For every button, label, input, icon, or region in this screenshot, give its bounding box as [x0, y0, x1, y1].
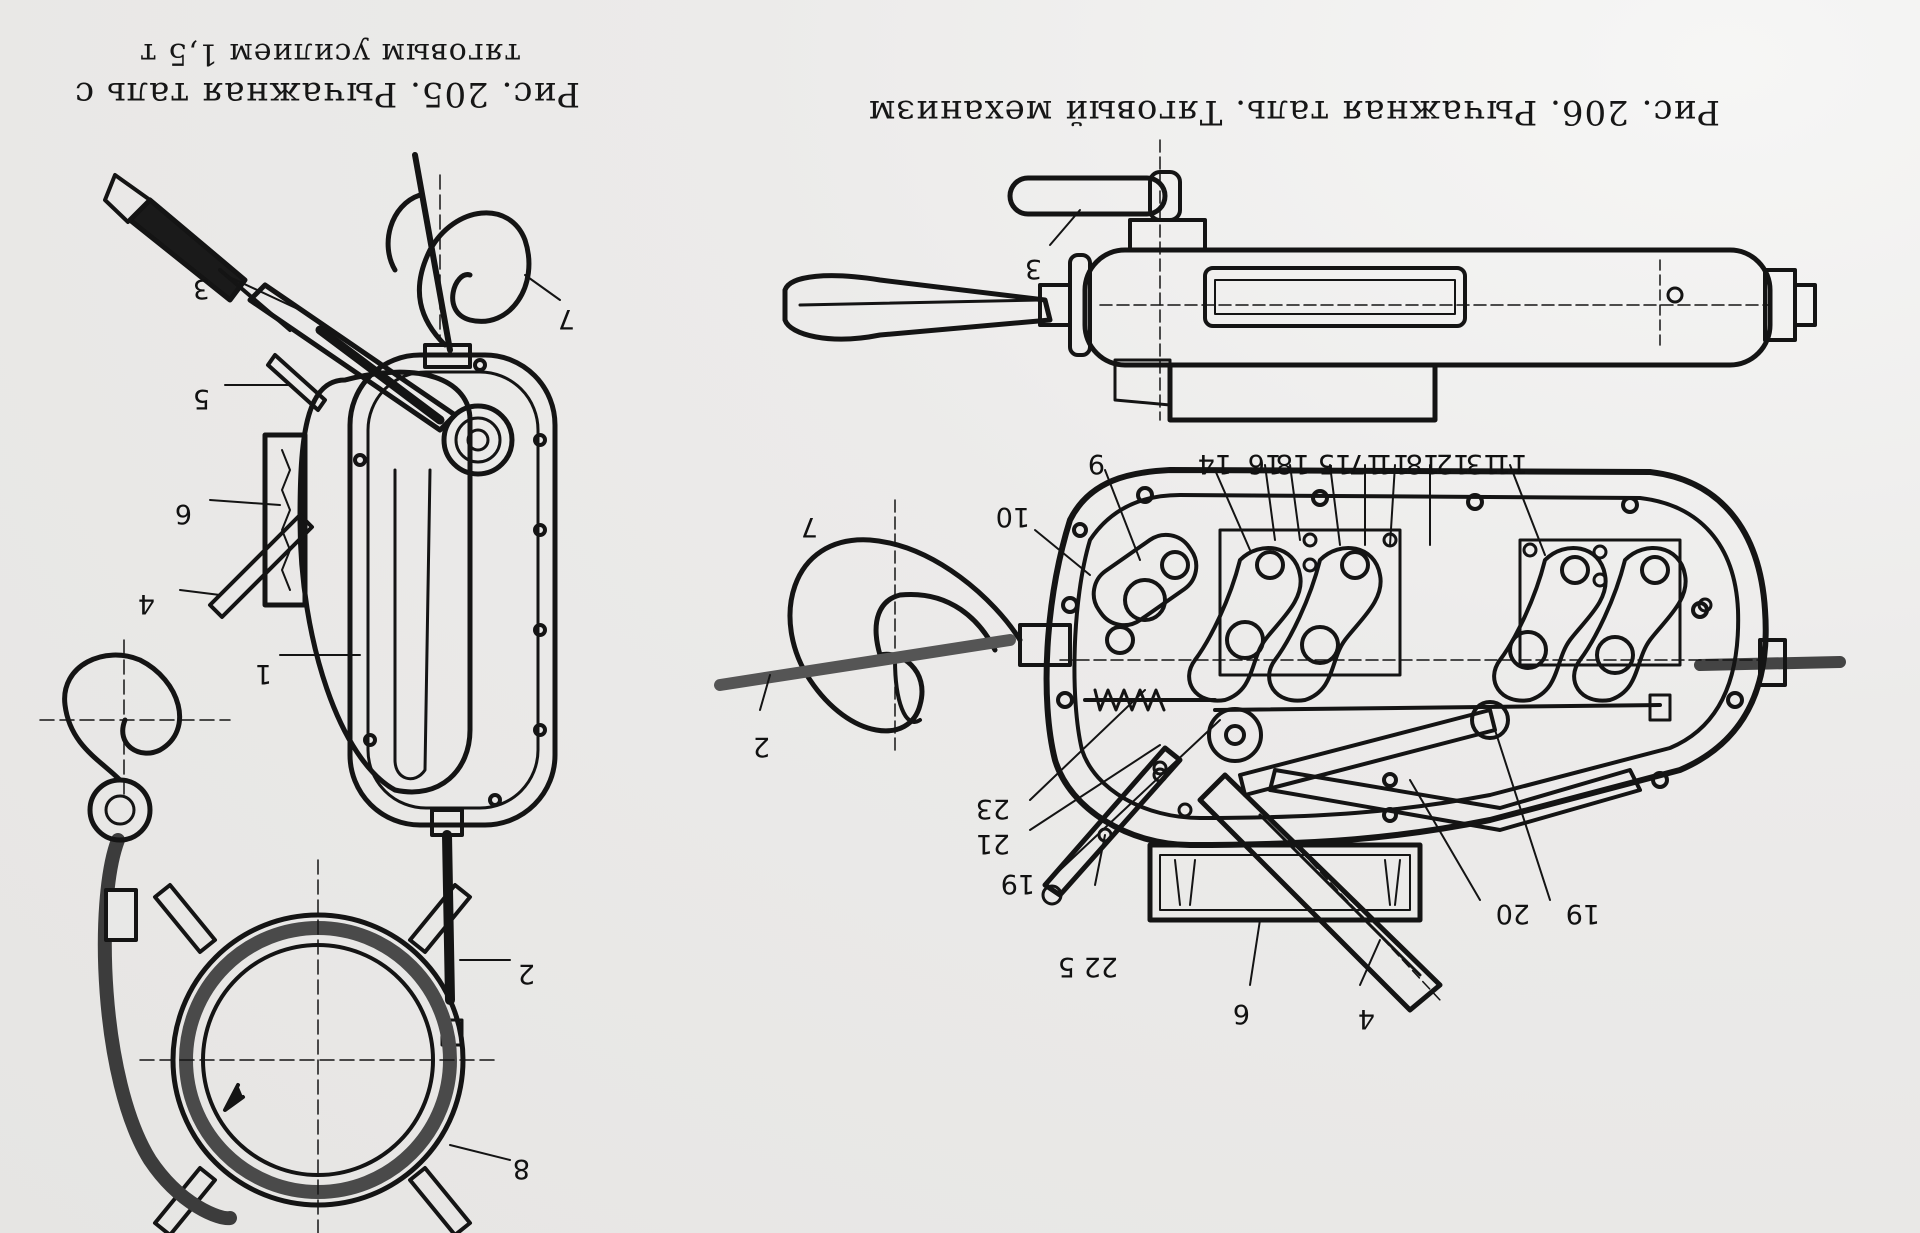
fig206-label-2: 2: [753, 731, 770, 762]
fig205-label-4: 4: [138, 588, 155, 619]
fig206-label-7: 7: [801, 511, 818, 542]
fig206-label-3: 3: [1025, 253, 1042, 284]
fig206-label-20: 20: [1496, 898, 1530, 929]
fig206-label-18a: 18: [1276, 448, 1310, 479]
fig205-handle: [103, 173, 458, 433]
fig205-housing-outer: [347, 352, 558, 828]
fig205-labels: 7 3 5 6 4 1 2 8: [138, 273, 575, 1184]
fig206-label-19b: 19: [1566, 898, 1600, 929]
fig206-label-13: 13: [1466, 448, 1500, 479]
fig206-label-18b: 18: [1406, 448, 1440, 479]
fig206-label-17: 17: [1349, 448, 1383, 479]
fig206-label-12: 12: [1436, 448, 1470, 479]
fig206-label-9: 9: [1088, 448, 1105, 479]
fig206-mechanism: [714, 209, 1846, 1013]
fig206-housing: [1043, 467, 1769, 848]
fig206-hook: [787, 537, 1023, 734]
fig205-label-7: 7: [558, 303, 575, 334]
fig205-top-hook: [416, 210, 532, 348]
fig206-label-10: 10: [996, 501, 1030, 532]
fig206-labels: 3 9 14 16 18 15 17 11 18 12 13 11 10 7 2…: [753, 253, 1600, 1034]
fig205-label-6: 6: [175, 498, 192, 529]
fig206-label-15: 15: [1318, 448, 1352, 479]
fig205-label-8: 8: [513, 1153, 530, 1184]
fig206-label-16: 16: [1248, 448, 1282, 479]
fig205-label-1: 1: [255, 658, 272, 689]
fig205-bottom-hook: [62, 652, 183, 783]
fig205-label-2: 2: [518, 958, 535, 989]
fig206-label-5: 5: [1058, 951, 1075, 982]
fig206-label-4: 4: [1358, 1003, 1375, 1034]
fig205-inner-plate: [297, 369, 473, 795]
fig206-label-22: 22: [1084, 951, 1118, 982]
fig206-bottom-box: [1147, 842, 1423, 923]
fig205-lever-hoist: [39, 152, 561, 1233]
fig206-lever: [1197, 772, 1443, 1013]
fig206-label-11b: 11: [1494, 448, 1528, 479]
fig206-label-19a: 19: [1001, 868, 1035, 899]
fig206-label-14: 14: [1198, 448, 1232, 479]
fig205-drum: [441, 403, 515, 477]
fig206-label-21: 21: [976, 828, 1010, 859]
fig206-label-23: 23: [976, 793, 1010, 824]
fig206-label-11a: 11: [1376, 448, 1410, 479]
fig206-label-6: 6: [1233, 998, 1250, 1029]
fig206-top-view: [782, 139, 1817, 423]
fig205-label-5: 5: [193, 383, 210, 414]
fig205-label-3: 3: [193, 273, 210, 304]
